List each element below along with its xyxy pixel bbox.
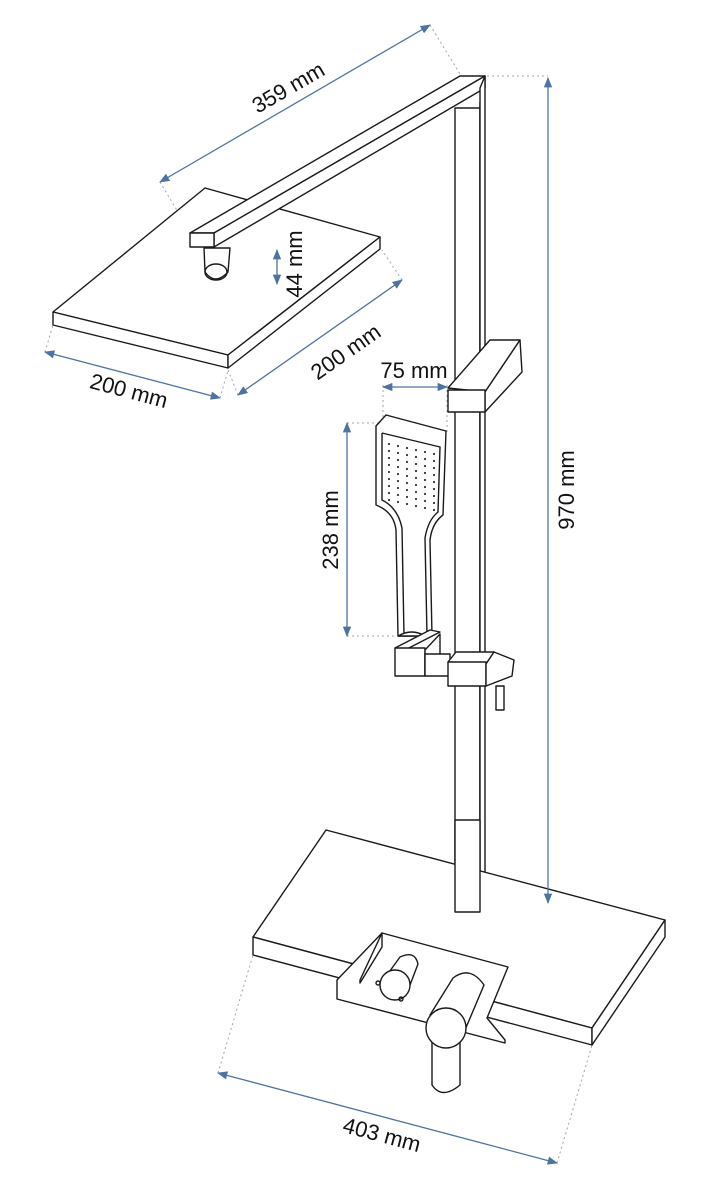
- spray-nozzle-dot: [405, 488, 409, 492]
- spray-nozzle-dot: [432, 459, 436, 463]
- spray-nozzle-dot: [396, 493, 400, 497]
- spray-nozzle-dot: [396, 500, 400, 504]
- spray-nozzle-dot: [423, 478, 427, 482]
- spray-nozzle-dot: [432, 473, 436, 477]
- spray-nozzle-dot: [432, 452, 436, 456]
- dimension-arrows: [43, 24, 559, 1165]
- spray-nozzle-dot: [414, 462, 418, 466]
- spray-nozzle-dot: [414, 504, 418, 508]
- spray-nozzle-dot: [432, 480, 436, 484]
- shower-arm: [189, 75, 486, 248]
- riser-pipe: [454, 75, 486, 913]
- spray-nozzle-dot: [423, 471, 427, 475]
- spray-nozzle-dot: [414, 469, 418, 473]
- label-hand-shower-width: 75 mm: [380, 358, 447, 383]
- spray-nozzle-dot: [387, 449, 391, 453]
- spray-nozzle-dot: [414, 448, 418, 452]
- spray-nozzles: [387, 442, 436, 512]
- spray-nozzle-dot: [423, 485, 427, 489]
- spray-nozzle-dot: [405, 495, 409, 499]
- spray-nozzle-dot: [423, 492, 427, 496]
- spray-nozzle-dot: [405, 453, 409, 457]
- spray-nozzle-dot: [414, 497, 418, 501]
- spray-nozzle-dot: [414, 490, 418, 494]
- spray-nozzle-dot: [432, 501, 436, 505]
- spray-nozzle-dot: [387, 463, 391, 467]
- spray-nozzle-dot: [387, 491, 391, 495]
- spray-nozzle-dot: [396, 479, 400, 483]
- thermostatic-shelf: [252, 819, 666, 1046]
- label-head-depth: 200 mm: [306, 319, 385, 385]
- spray-nozzle-dot: [387, 470, 391, 474]
- spray-nozzle-dot: [423, 464, 427, 468]
- hand-shower-holder: [394, 629, 515, 711]
- label-head-width: 200 mm: [87, 368, 170, 413]
- spray-nozzle-dot: [387, 442, 391, 446]
- spray-nozzle-dot: [432, 494, 436, 498]
- spray-nozzle-dot: [414, 455, 418, 459]
- spray-nozzle-dot: [396, 444, 400, 448]
- spray-nozzle-dot: [396, 458, 400, 462]
- spray-nozzle-dot: [396, 486, 400, 490]
- spray-nozzle-dot: [405, 481, 409, 485]
- label-shelf-width: 403 mm: [340, 1112, 423, 1157]
- spray-nozzle-dot: [396, 451, 400, 455]
- hand-shower: [375, 414, 447, 637]
- spray-nozzle-dot: [405, 467, 409, 471]
- spray-nozzle-dot: [405, 460, 409, 464]
- spray-nozzle-dot: [396, 472, 400, 476]
- shower-head-connector: [203, 247, 231, 281]
- spray-nozzle-dot: [432, 508, 436, 512]
- spray-nozzle-dot: [405, 502, 409, 506]
- label-hand-shower-length: 238 mm: [318, 490, 343, 569]
- upper-bracket: [447, 339, 523, 413]
- label-arm-length: 359 mm: [248, 57, 329, 118]
- spray-nozzle-dot: [387, 456, 391, 460]
- spray-nozzle-dot: [432, 466, 436, 470]
- spray-nozzle-dot: [396, 465, 400, 469]
- spray-nozzle-dot: [405, 446, 409, 450]
- label-nozzle-height: 44 mm: [282, 230, 307, 297]
- spray-nozzle-dot: [387, 498, 391, 502]
- spray-nozzle-dot: [423, 457, 427, 461]
- label-total-height: 970 mm: [554, 450, 579, 529]
- spray-nozzle-dot: [414, 476, 418, 480]
- spray-nozzle-dot: [423, 506, 427, 510]
- spray-nozzle-dot: [414, 483, 418, 487]
- spray-nozzle-dot: [387, 484, 391, 488]
- spray-nozzle-dot: [423, 499, 427, 503]
- spray-nozzle-dot: [387, 477, 391, 481]
- spray-nozzle-dot: [423, 450, 427, 454]
- spray-nozzle-dot: [432, 487, 436, 491]
- spray-nozzle-dot: [405, 474, 409, 478]
